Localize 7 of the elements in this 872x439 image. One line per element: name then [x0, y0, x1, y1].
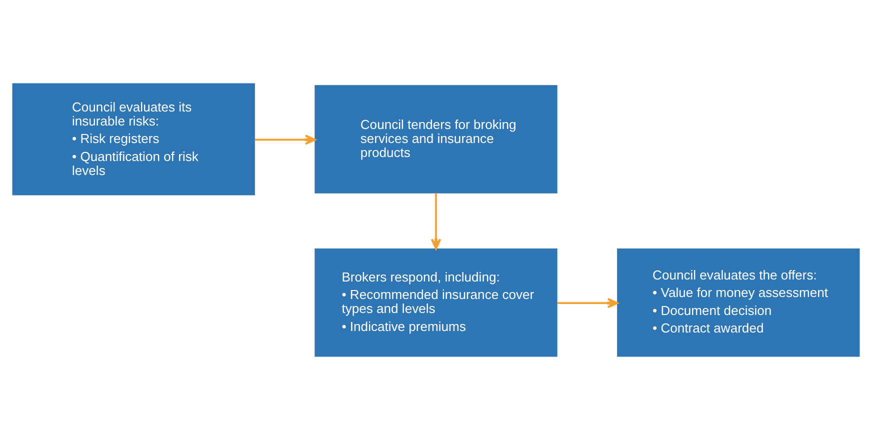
node-box: Council evaluates the offers: • Value for money assessment • Document decision • Contract awarded [617, 248, 860, 356]
arrow [430, 192, 442, 250]
node-box: Council evaluates its insurable risks: • Risk registers • Quantification of risk levels [12, 82, 255, 195]
node-box: Brokers respond, including: • Recommended insurance cover types and levels • Indicative premiums [314, 248, 558, 356]
arrow [557, 297, 618, 308]
node-box: Council tenders for broking services and insurance products [314, 84, 558, 193]
arrow [254, 134, 316, 144]
